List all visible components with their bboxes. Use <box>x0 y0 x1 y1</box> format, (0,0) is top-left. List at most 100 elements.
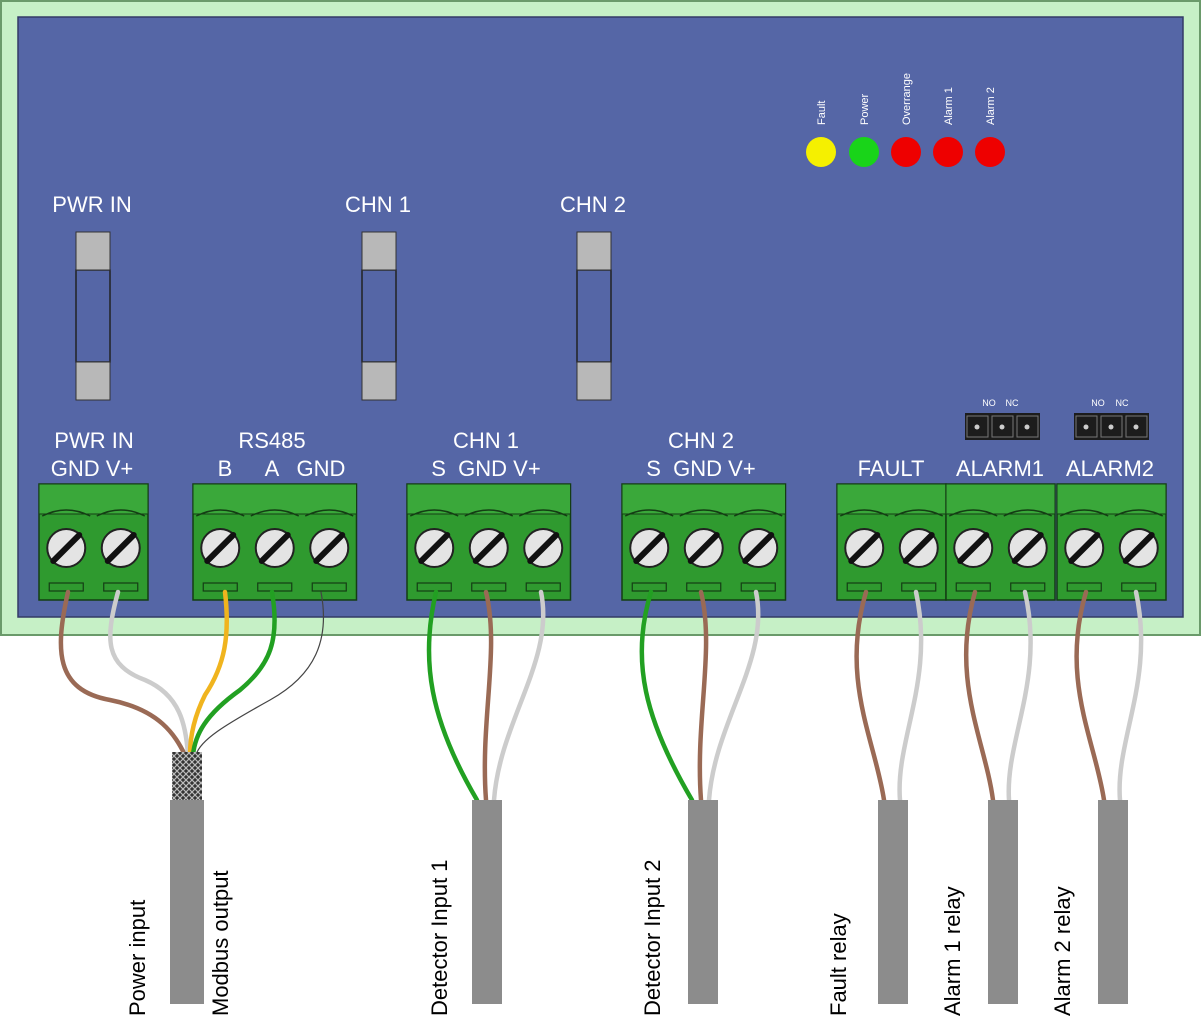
cable-detector-1 <box>472 800 502 1004</box>
cable-alarm2-relay <box>1098 800 1128 1004</box>
led-label: Fault <box>816 101 828 125</box>
led-yellow-icon <box>806 137 836 167</box>
cable-label-detector-input-2: Detector Input 2 <box>640 859 665 1016</box>
screw-icon <box>254 528 295 568</box>
wire-chn1-vplus <box>491 589 546 803</box>
jumper-alarm2: NO NC <box>1074 398 1149 440</box>
led-red-icon <box>891 137 921 167</box>
led-red-icon <box>933 137 963 167</box>
terminal-pin-a: A <box>265 456 280 481</box>
screw-icon <box>1007 528 1048 568</box>
wire-power-gnd <box>58 589 188 758</box>
led-alarm-1: Alarm 1 <box>933 87 963 167</box>
terminal-label-fault: FAULT <box>858 456 925 481</box>
wire-rs485-a <box>190 589 277 758</box>
fuse-chn2 <box>576 231 612 401</box>
terminal-label-alarm1: ALARM1 <box>956 456 1044 481</box>
led-label: Alarm 2 <box>985 87 997 125</box>
wire-fault-1 <box>854 589 887 803</box>
terminal-pin-gnd: GND <box>297 456 346 481</box>
screw-icon <box>414 528 455 568</box>
cable-alarm1-relay <box>988 800 1018 1004</box>
led-label: Power <box>859 93 871 125</box>
wire-chn1-s <box>426 589 480 803</box>
jumper-alarm1: NO NC <box>965 398 1040 440</box>
led-red-icon <box>975 137 1005 167</box>
screw-icon <box>738 528 779 568</box>
cable-label-modbus-output: Modbus output <box>208 870 233 1016</box>
fuse-label-chn1: CHN 1 <box>345 192 411 217</box>
screw-icon <box>953 528 994 568</box>
status-leds: Fault Power Overrange Alarm 1 Alarm 2 <box>806 73 1005 167</box>
jumper-no-label: NO <box>1091 398 1105 408</box>
wire-power-vplus <box>108 589 191 758</box>
led-label: Alarm 1 <box>943 87 955 125</box>
led-overrange: Overrange <box>891 73 921 167</box>
terminal-block-alarm2 <box>1056 483 1167 601</box>
screw-icon <box>1118 528 1159 568</box>
fuse-label-pwr-in: PWR IN <box>52 192 131 217</box>
wire-fault-2 <box>897 589 924 803</box>
led-fault: Fault <box>806 101 836 167</box>
wires <box>58 589 1144 803</box>
jumper-nc-label: NC <box>1116 398 1129 408</box>
screw-icon <box>1064 528 1105 568</box>
wire-chn2-s <box>639 589 695 803</box>
terminal-block-fault <box>836 483 947 601</box>
terminal-pins-chn1: S GND V+ <box>431 456 540 481</box>
wire-alarm2-2 <box>1117 589 1144 803</box>
wire-alarm1-2 <box>1006 589 1033 803</box>
led-power: Power <box>849 93 879 167</box>
terminal-label-alarm2: ALARM2 <box>1066 456 1154 481</box>
terminal-title-chn2: CHN 2 <box>668 428 734 453</box>
screw-icon <box>100 528 141 568</box>
cable-label-fault-relay: Fault relay <box>826 913 851 1016</box>
led-alarm-2: Alarm 2 <box>975 87 1005 167</box>
fuse-pwr-in <box>75 231 111 401</box>
wire-rs485-gnd <box>195 591 325 756</box>
terminal-title-pwr-in: PWR IN <box>54 428 133 453</box>
wire-chn2-vplus <box>706 589 761 803</box>
fuse-chn1 <box>361 231 397 401</box>
led-label: Overrange <box>901 73 913 125</box>
terminal-blocks <box>38 483 1167 601</box>
cable-fault-relay <box>878 800 908 1004</box>
terminal-block-chn1 <box>406 483 572 601</box>
terminal-block-pwr-in <box>38 483 149 601</box>
terminal-title-chn1: CHN 1 <box>453 428 519 453</box>
terminal-title-rs485: RS485 <box>238 428 305 453</box>
wire-alarm1-1 <box>963 589 996 803</box>
cable-label-alarm-2-relay: Alarm 2 relay <box>1050 886 1075 1016</box>
cable-label-detector-input-1: Detector Input 1 <box>427 859 452 1016</box>
cable-power-modbus <box>170 800 204 1004</box>
screw-icon <box>683 528 724 568</box>
screw-icon <box>309 528 350 568</box>
screw-icon <box>629 528 670 568</box>
led-green-icon <box>849 137 879 167</box>
jumper-no-label: NO <box>982 398 996 408</box>
cable-detector-2 <box>688 800 718 1004</box>
jumper-nc-label: NC <box>1006 398 1019 408</box>
screw-icon <box>844 528 885 568</box>
screw-icon <box>468 528 509 568</box>
terminal-pin-b: B <box>218 456 233 481</box>
terminal-block-alarm1 <box>945 483 1056 601</box>
fuse-label-chn2: CHN 2 <box>560 192 626 217</box>
cables <box>170 752 1128 1004</box>
wire-chn2-gnd <box>697 589 709 803</box>
wire-rs485-b <box>187 589 230 758</box>
terminal-block-chn2 <box>621 483 787 601</box>
terminal-block-rs485 <box>192 483 358 601</box>
screw-icon <box>200 528 241 568</box>
cable-label-alarm-1-relay: Alarm 1 relay <box>940 886 965 1016</box>
screw-icon <box>46 528 87 568</box>
terminal-pins-pwr-in: GND V+ <box>51 456 134 481</box>
cable-braid-shield <box>172 752 202 802</box>
wire-alarm2-1 <box>1074 589 1107 803</box>
screw-icon <box>898 528 939 568</box>
wire-chn1-gnd <box>482 589 494 803</box>
cable-label-power-input: Power input <box>125 900 150 1016</box>
terminal-pins-chn2: S GND V+ <box>646 456 755 481</box>
screw-icon <box>523 528 564 568</box>
